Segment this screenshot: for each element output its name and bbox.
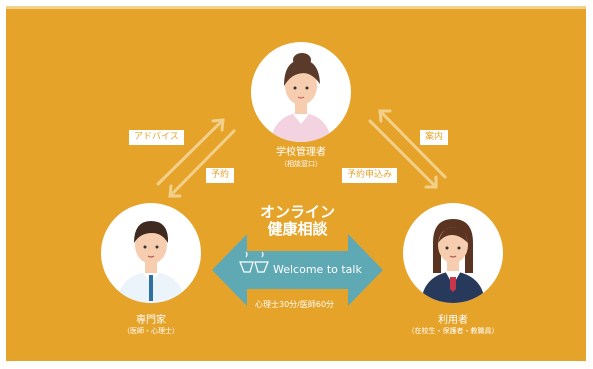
expert-name: 専門家	[136, 315, 166, 326]
arrow-info	[368, 119, 438, 189]
arrow-advice-head	[211, 118, 225, 132]
fee-text: 心理士30分/医師60分	[255, 300, 335, 309]
edge-label-reserve-apply: 予約申込み	[342, 168, 398, 183]
user-sub: （在校生・保護者・教職員）	[407, 327, 499, 335]
arrow-reserve	[168, 129, 236, 198]
admin-avatar	[251, 42, 351, 142]
student-icon	[421, 219, 485, 303]
arrow-info-head	[424, 175, 438, 189]
center-title-line1: オンライン	[259, 203, 335, 221]
admin-name: 学校管理者	[276, 147, 326, 158]
cups-icon	[239, 251, 269, 273]
user-avatar	[403, 203, 503, 303]
arrow-reserve-apply-head	[378, 109, 392, 123]
center-title-line2: 健康相談	[267, 220, 328, 238]
school-admin-icon	[271, 53, 331, 142]
edge-label-reserve: 予約	[206, 168, 235, 183]
doctor-icon	[117, 221, 185, 303]
edge-label-advice: アドバイス	[129, 130, 184, 145]
expert-avatar	[101, 203, 201, 303]
center-double-arrow	[212, 234, 383, 306]
welcome-text: Welcome to talk	[273, 263, 362, 276]
arrow-advice	[156, 118, 225, 186]
arrow-reserve-head	[168, 184, 182, 198]
edge-label-info: 案内	[420, 130, 449, 145]
arrow-reserve-apply	[378, 109, 447, 179]
user-name: 利用者	[438, 315, 468, 326]
admin-sub: （相談窓口）	[280, 160, 322, 168]
expert-sub: （医師・心理士）	[123, 327, 179, 335]
